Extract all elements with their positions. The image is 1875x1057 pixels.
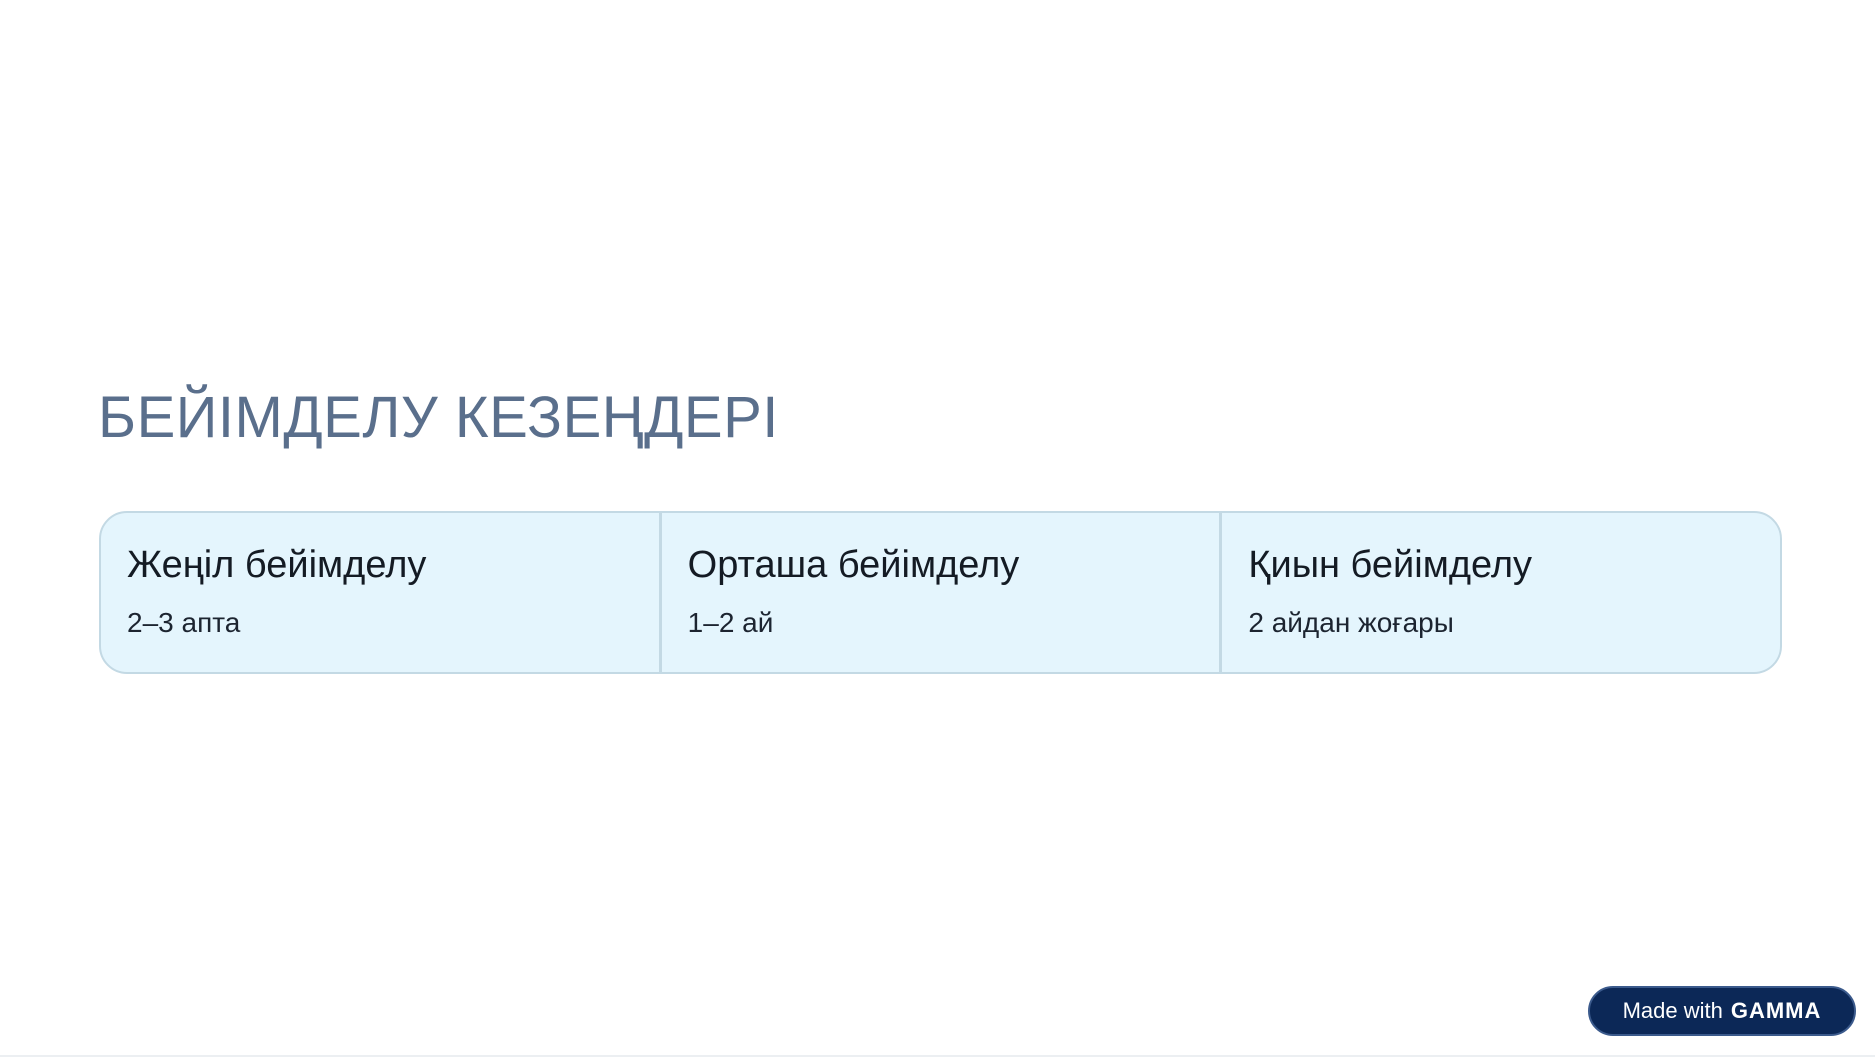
stage-card-difficult: Қиын бейімделу 2 айдан жоғары bbox=[1222, 513, 1780, 672]
stage-duration: 2–3 апта bbox=[127, 607, 241, 638]
stage-title: Қиын бейімделу bbox=[1248, 544, 1533, 586]
stage-title: Орташа бейімделу bbox=[687, 544, 1020, 586]
stage-duration: 1–2 ай bbox=[687, 607, 774, 638]
stage-card-mild: Жеңіл бейімделу 2–3 апта bbox=[101, 513, 662, 672]
stage-card-moderate: Орташа бейімделу 1–2 ай bbox=[662, 513, 1223, 672]
made-with-gamma-badge[interactable]: Made with GAMMA bbox=[1588, 986, 1856, 1036]
bottom-divider bbox=[0, 1055, 1875, 1057]
stage-duration: 2 айдан жоғары bbox=[1248, 607, 1454, 638]
slide-title: БЕЙІМДЕЛУ КЕЗЕҢДЕРІ bbox=[98, 385, 779, 450]
stage-title: Жеңіл бейімделу bbox=[127, 544, 427, 586]
badge-prefix: Made with bbox=[1622, 998, 1723, 1023]
stages-table: Жеңіл бейімделу 2–3 апта Орташа бейімдел… bbox=[99, 511, 1782, 674]
gamma-logo: GAMMA bbox=[1730, 998, 1822, 1023]
